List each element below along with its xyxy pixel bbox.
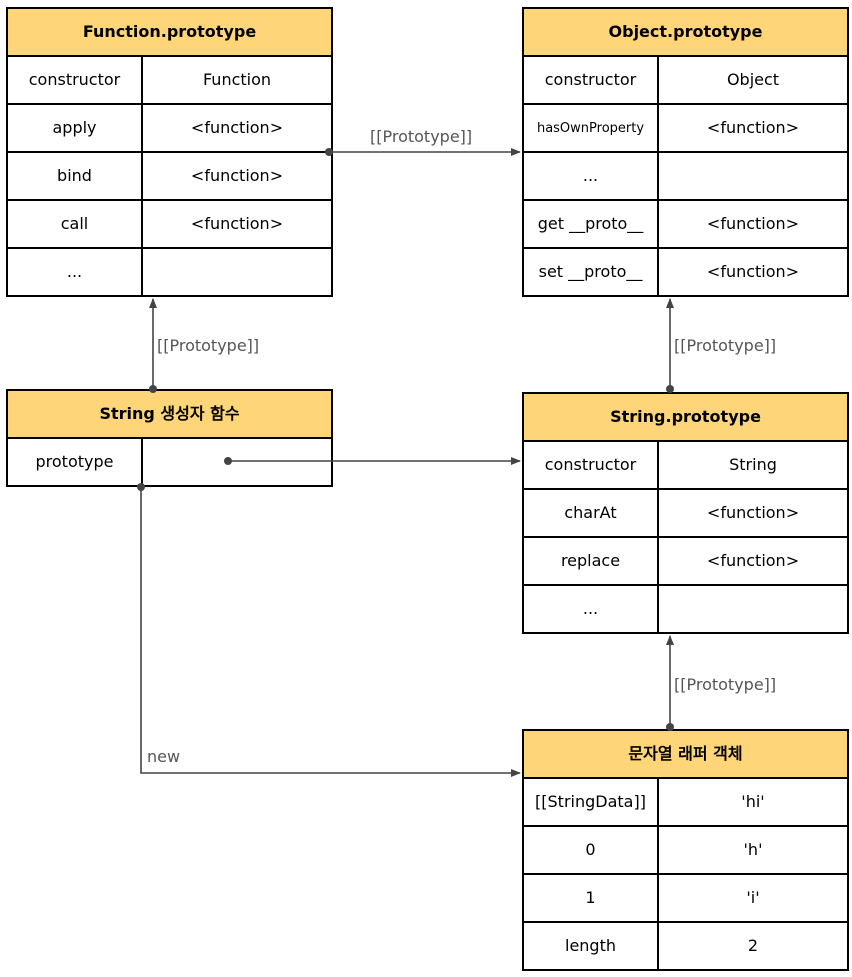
table-row: ...	[522, 151, 849, 201]
row-key: 1	[522, 873, 659, 923]
row-value: <function>	[657, 103, 849, 153]
edge-string-constructor-to-function-prototype: [[Prototype]]	[149, 298, 259, 393]
string-wrapper-table: 문자열 래퍼 객체 [[StringData]]'hi' 0'h' 1'i' l…	[522, 729, 849, 971]
row-value: <function>	[657, 247, 849, 297]
row-value	[656, 584, 850, 634]
row-value: <function>	[656, 488, 850, 538]
table-title: String 생성자 함수	[5, 389, 334, 439]
row-key: call	[6, 199, 143, 249]
table-row: ...	[522, 584, 850, 634]
edge-start-dot	[137, 483, 145, 491]
row-value: Object	[657, 55, 849, 105]
edge-label: [[Prototype]]	[157, 336, 259, 355]
table-row: 1'i'	[522, 873, 849, 923]
row-value: 'h'	[657, 825, 849, 875]
row-value: 2	[657, 921, 849, 971]
table-title: 문자열 래퍼 객체	[522, 729, 849, 779]
row-value: <function>	[140, 199, 334, 249]
row-key: length	[522, 921, 659, 971]
table-row: prototype	[6, 437, 334, 487]
row-key: ...	[522, 584, 659, 634]
table-row: [[StringData]]'hi'	[522, 777, 849, 827]
row-key: constructor	[6, 55, 143, 105]
table-title: String.prototype	[521, 392, 850, 442]
table-row: apply<function>	[6, 103, 334, 153]
table-row: set __proto__<function>	[522, 247, 849, 297]
string-constructor-table: String 생성자 함수 prototype	[5, 389, 334, 487]
row-value: String	[656, 440, 850, 490]
row-key: ...	[6, 247, 143, 297]
edge-start-dot	[224, 457, 232, 465]
row-value: <function>	[140, 151, 334, 201]
row-value: <function>	[657, 199, 849, 249]
edge-string-prototype-to-object-prototype: [[Prototype]]	[666, 298, 776, 393]
row-key: get __proto__	[522, 199, 659, 249]
row-value: 'hi'	[657, 777, 849, 827]
row-value	[657, 151, 849, 201]
row-value: <function>	[656, 536, 850, 586]
edge-label: [[Prototype]]	[674, 336, 776, 355]
row-key: apply	[6, 103, 143, 153]
row-key: bind	[6, 151, 143, 201]
row-key: constructor	[522, 440, 659, 490]
row-key: [[StringData]]	[522, 777, 659, 827]
table-row: hasOwnProperty<function>	[522, 103, 849, 153]
edge-prototype-to-string-prototype	[224, 457, 521, 465]
row-key: constructor	[522, 55, 659, 105]
row-key: 0	[522, 825, 659, 875]
row-value	[140, 437, 334, 487]
table-row: ...	[6, 247, 334, 297]
table-row: call<function>	[6, 199, 334, 249]
table-row: 0'h'	[522, 825, 849, 875]
arrow-line	[140, 487, 521, 777]
row-value: Function	[140, 55, 334, 105]
edge-start-dot	[666, 723, 674, 731]
row-value: 'i'	[657, 873, 849, 923]
edge-function-prototype-to-object-prototype: [[Prototype]]	[325, 127, 521, 156]
edge-label: [[Prototype]]	[370, 127, 472, 146]
row-key: hasOwnProperty	[522, 103, 659, 153]
row-key: replace	[522, 536, 659, 586]
row-value	[140, 247, 334, 297]
row-key: charAt	[522, 488, 659, 538]
edge-label: new	[147, 747, 180, 766]
table-title: Object.prototype	[522, 7, 849, 57]
table-row: bind<function>	[6, 151, 334, 201]
edge-new-to-string-wrapper: new	[137, 483, 521, 777]
edge-start-dot	[149, 385, 157, 393]
table-row: replace<function>	[522, 536, 850, 586]
edge-label: [[Prototype]]	[674, 675, 776, 694]
row-key: prototype	[6, 437, 143, 487]
table-row: charAt<function>	[522, 488, 850, 538]
table-title: Function.prototype	[5, 7, 334, 57]
edge-start-dot	[666, 385, 674, 393]
row-key: set __proto__	[522, 247, 659, 297]
row-value: <function>	[140, 103, 334, 153]
table-row: get __proto__<function>	[522, 199, 849, 249]
edge-start-dot	[325, 148, 333, 156]
row-key: ...	[522, 151, 659, 201]
edge-string-wrapper-to-string-prototype: [[Prototype]]	[666, 635, 776, 731]
